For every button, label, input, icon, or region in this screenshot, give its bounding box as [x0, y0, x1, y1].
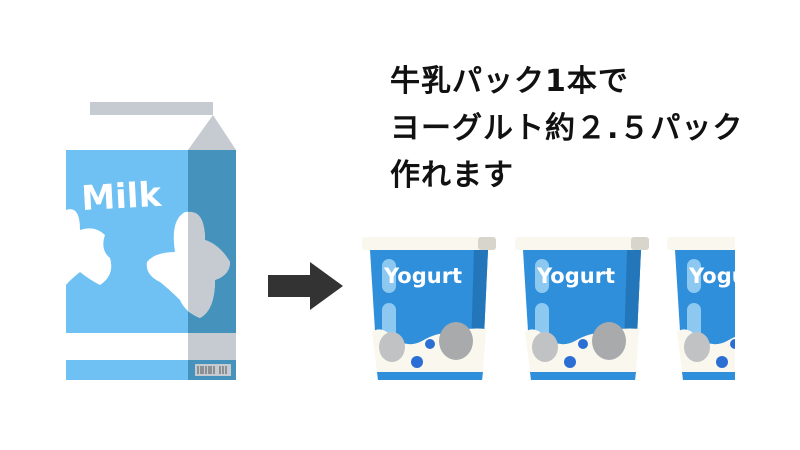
yogurt-cup-1: Yogurt [362, 237, 496, 380]
yogurt-cup-half: Yogurt [667, 237, 767, 380]
milk-carton: Milk [66, 102, 236, 380]
caption-line-3: 作れます [390, 158, 514, 193]
yogurt-label: Yogurt [536, 264, 615, 288]
yogurt-label: Yogurt [688, 264, 767, 288]
arrow-right-icon [268, 262, 343, 310]
caption-line-2: ヨーグルト約２.５パック [390, 111, 744, 146]
caption: 牛乳パック1本で ヨーグルト約２.５パック 作れます [390, 58, 743, 199]
yogurt-cup-2: Yogurt [515, 237, 649, 380]
yogurt-label: Yogurt [383, 264, 462, 288]
caption-line-1: 牛乳パック1本で [390, 64, 629, 99]
milk-label: Milk [80, 175, 163, 219]
